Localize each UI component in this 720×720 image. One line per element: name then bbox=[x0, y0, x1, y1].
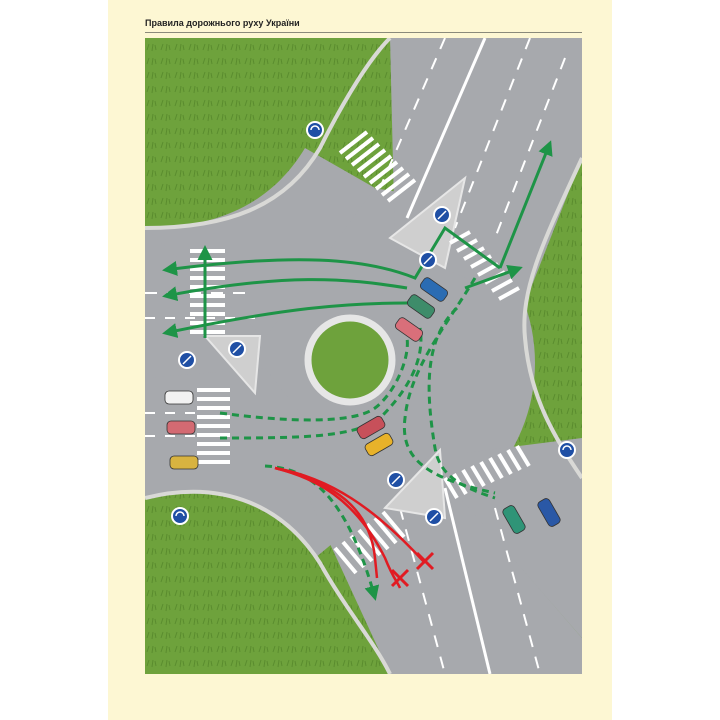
allowed-path-4 bbox=[162, 301, 408, 338]
lane-markings bbox=[145, 38, 566, 674]
vehicle-1 bbox=[419, 277, 449, 302]
keep-right-sign-2 bbox=[419, 251, 437, 269]
vehicle-3 bbox=[394, 317, 424, 342]
roundabout-sign-2 bbox=[558, 441, 576, 459]
vehicle-4 bbox=[356, 415, 386, 440]
vehicle-6 bbox=[164, 390, 194, 405]
keep-right-sign-1 bbox=[433, 206, 451, 224]
roundabout-diagram bbox=[145, 38, 582, 674]
allowed-path-1 bbox=[498, 140, 553, 269]
allowed-path-8 bbox=[402, 277, 496, 495]
header-divider bbox=[145, 32, 582, 33]
roundabout-sign-1 bbox=[306, 121, 324, 139]
vehicle-5 bbox=[364, 432, 394, 457]
island-west bbox=[202, 335, 262, 396]
crosswalk-north bbox=[338, 130, 417, 203]
keep-right-sign-3 bbox=[178, 351, 196, 369]
island-south bbox=[382, 447, 447, 520]
vehicle-9 bbox=[502, 505, 526, 534]
road-curbs bbox=[145, 38, 582, 674]
forbidden-cross-1 bbox=[390, 568, 410, 588]
splitter-islands bbox=[202, 175, 467, 520]
roundabout-sign-3 bbox=[171, 507, 189, 525]
vehicle-2 bbox=[406, 294, 436, 319]
keep-right-sign-4 bbox=[228, 340, 246, 358]
vehicle-8 bbox=[169, 455, 199, 470]
allowed-path-2 bbox=[162, 225, 501, 280]
allowed-path-6 bbox=[464, 265, 523, 290]
crosswalk-southeast bbox=[443, 444, 531, 500]
vehicle-7 bbox=[166, 420, 196, 435]
keep-right-sign-6 bbox=[425, 508, 443, 526]
crosswalk-southwest bbox=[197, 388, 230, 464]
page-header-title: Правила дорожнього руху України bbox=[145, 18, 300, 28]
central-island bbox=[304, 314, 396, 406]
vehicles bbox=[164, 277, 561, 534]
vehicle-10 bbox=[537, 498, 561, 527]
forbidden-cross-2 bbox=[415, 551, 435, 571]
roundabout-svg bbox=[145, 38, 582, 674]
allowed-path-3 bbox=[162, 278, 408, 302]
keep-right-sign-5 bbox=[387, 471, 405, 489]
forbidden-path-3 bbox=[274, 466, 379, 579]
island-northeast bbox=[388, 175, 467, 270]
